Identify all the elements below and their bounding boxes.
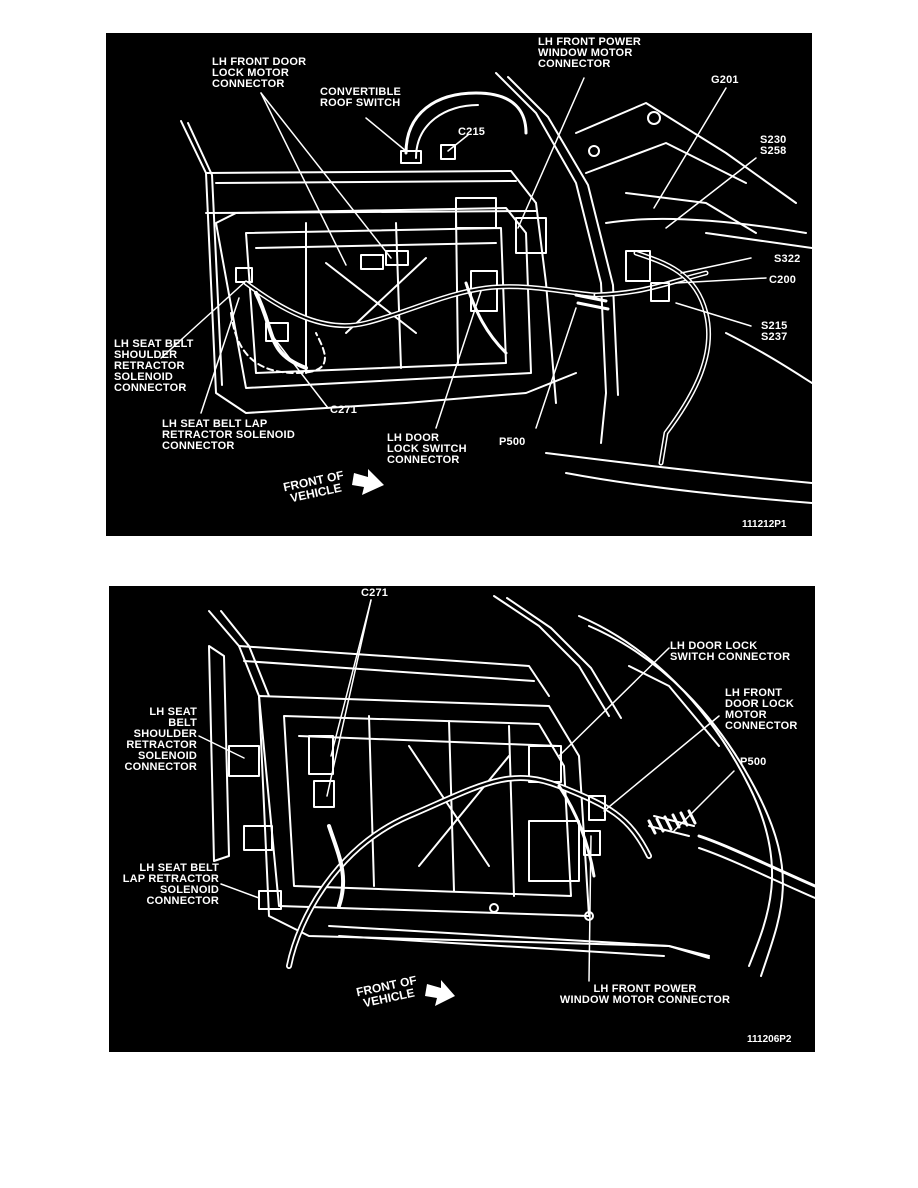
label-lh-seat-belt-lap-retractor: LH SEAT BELT LAP RETRACTOR SOLENOID CONN…	[122, 862, 219, 907]
figure-2-door-wiring-diagram: C271 LH DOOR LOCK SWITCH CONNECTOR LH FR…	[109, 586, 815, 1052]
label-lh-door-lock-switch-connector: LH DOOR LOCK SWITCH CONNECTOR	[387, 432, 467, 466]
label-c271: C271	[330, 404, 358, 416]
label-lh-seat-belt-shoulder-retractor: LH SEAT BELT SHOULDER RETRACTOR SOLENOID…	[114, 338, 194, 394]
label-c215: C215	[458, 126, 486, 138]
figure-1-door-wiring-diagram: LH FRONT DOOR LOCK MOTOR CONNECTOR CONVE…	[106, 33, 812, 536]
figure-1-line-art	[160, 72, 812, 504]
label-lh-front-door-lock-motor-connector: LH FRONT DOOR LOCK MOTOR CONNECTOR	[212, 56, 307, 90]
figure-id: 111206P2	[747, 1034, 792, 1045]
label-c200: C200	[769, 274, 797, 286]
label-s322: S322	[774, 253, 801, 265]
label-p500: P500	[740, 756, 767, 768]
figure-id: 111212P1	[742, 519, 787, 530]
label-s230-s258: S230 S258	[760, 134, 787, 157]
label-lh-front-power-window-motor-connector: LH FRONT POWER WINDOW MOTOR CONNECTOR	[538, 36, 642, 70]
label-lh-door-lock-switch-connector: LH DOOR LOCK SWITCH CONNECTOR	[670, 640, 791, 663]
figure-2-line-art	[198, 595, 815, 1006]
label-lh-seat-belt-shoulder-retractor: LH SEAT BELT SHOULDER RETRACTOR SOLENOID…	[124, 706, 197, 773]
label-lh-front-power-window-motor-connector: LH FRONT POWER WINDOW MOTOR CONNECTOR	[559, 983, 731, 1006]
label-convertible-roof-switch: CONVERTIBLE ROOF SWITCH	[320, 86, 402, 109]
label-lh-front-door-lock-motor-connector: LH FRONT DOOR LOCK MOTOR CONNECTOR	[725, 687, 798, 732]
front-arrow-icon	[352, 469, 384, 495]
label-s215-s237: S215 S237	[761, 320, 788, 343]
label-p500: P500	[499, 436, 526, 448]
label-g201: G201	[711, 74, 739, 86]
p500-grommet	[647, 809, 697, 835]
label-lh-seat-belt-lap-retractor: LH SEAT BELT LAP RETRACTOR SOLENOID CONN…	[162, 418, 295, 452]
label-c271: C271	[361, 587, 389, 599]
front-arrow-icon	[425, 980, 455, 1006]
